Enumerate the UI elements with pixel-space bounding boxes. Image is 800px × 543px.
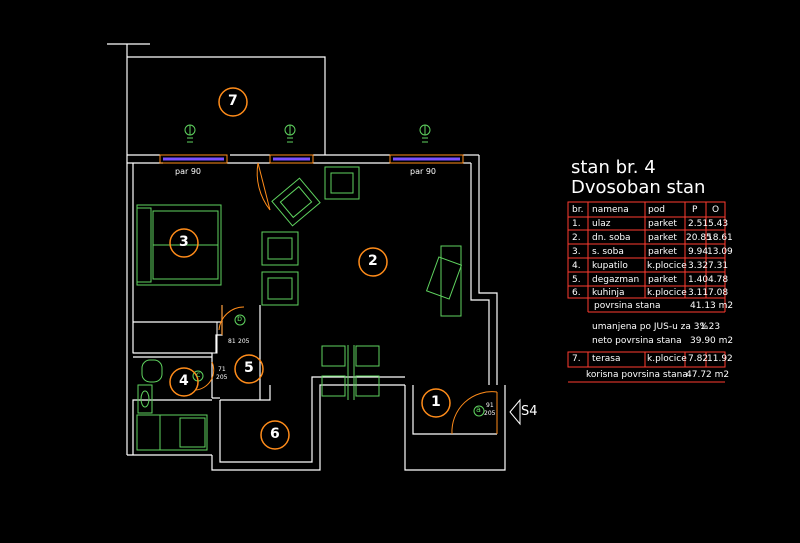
cell-o: 11.92 — [707, 354, 733, 364]
cell-name: s. soba — [592, 247, 624, 257]
dining-chair — [321, 345, 346, 367]
armchair — [261, 271, 299, 306]
table-header: namena — [592, 205, 629, 215]
cell-p: 20.85 — [686, 233, 712, 243]
cell-o: 7.08 — [708, 288, 729, 298]
room-marker-3 — [169, 228, 199, 258]
furniture — [132, 166, 463, 451]
reduction-value: 1.23 — [700, 322, 721, 332]
cell-name: degazman — [592, 275, 640, 285]
door-letter: c — [196, 370, 201, 379]
room-number: 6 — [270, 426, 280, 442]
cell-no: 1. — [572, 219, 581, 229]
plant-icons — [184, 124, 431, 143]
table-header: br. — [572, 205, 584, 215]
table-header: O — [712, 205, 720, 215]
room-markers — [169, 87, 451, 450]
cell-o: 5.43 — [708, 219, 729, 229]
cell-name: kupatilo — [592, 261, 628, 271]
cell-name: dn. soba — [592, 233, 631, 243]
walls — [126, 154, 506, 471]
apartment-number: stan br. 4 — [571, 157, 656, 178]
toilet — [141, 359, 163, 383]
cell-name: terasa — [592, 354, 621, 364]
cell-no: 7. — [572, 354, 581, 364]
kitchen-counter — [136, 414, 208, 451]
cell-p: 9.94 — [688, 247, 709, 257]
door-height: 205 — [484, 410, 496, 417]
total-area-label: povrsina stana — [594, 301, 661, 311]
cell-floor: k.plocice — [647, 354, 687, 364]
table-header: pod — [648, 205, 665, 215]
entrance-arrow — [509, 398, 521, 426]
room-marker-6 — [260, 420, 290, 450]
net-area-value: 39.90 m2 — [690, 336, 734, 346]
cell-no: 4. — [572, 261, 581, 271]
net-area-label: neto povrsina stana — [592, 336, 682, 346]
room-number: 4 — [179, 373, 189, 389]
cell-name: kuhinja — [592, 288, 625, 298]
cell-o: 13.09 — [707, 247, 733, 257]
room-number: 1 — [431, 394, 441, 410]
total-area-value: 41.13 m2 — [690, 301, 734, 311]
reduction-label: umanjena po JUS-u za 3% — [592, 322, 709, 332]
cell-name: ulaz — [592, 219, 611, 229]
room-number: 7 — [228, 93, 238, 109]
doors — [195, 162, 498, 435]
door-letter: a — [476, 405, 481, 414]
cell-o: 18.61 — [707, 233, 733, 243]
room-number: 5 — [244, 360, 254, 376]
cell-no: 3. — [572, 247, 581, 257]
apartment-type: Dvosoban stan — [571, 177, 706, 198]
door-height: 205 — [216, 374, 228, 381]
room-marker-5 — [234, 354, 264, 384]
door-width: 71 — [218, 366, 226, 373]
cell-p: 7.82 — [688, 354, 709, 364]
cell-p: 3.32 — [688, 261, 709, 271]
room-marker-7 — [218, 87, 248, 117]
cell-no: 6. — [572, 288, 581, 298]
cell-floor: parket — [648, 233, 677, 243]
window-label: par 90 — [175, 167, 201, 176]
desk — [440, 245, 462, 317]
door-letter: b — [237, 314, 243, 323]
cell-floor: k.plocice — [647, 261, 687, 271]
room-number: 3 — [179, 234, 189, 250]
useful-area-value: 47.72 m2 — [686, 370, 730, 380]
cell-floor: parket — [648, 275, 677, 285]
cell-no: 5. — [572, 275, 581, 285]
cell-p: 1.40 — [688, 275, 709, 285]
room-marker-4 — [169, 367, 199, 397]
cell-floor: k.plocice — [647, 288, 687, 298]
door-width: 91 — [486, 402, 494, 409]
armchair — [261, 231, 299, 266]
room-marker-1 — [421, 388, 451, 418]
armchair — [324, 166, 360, 200]
door-width: 81 — [228, 338, 236, 345]
cell-p: 2.51 — [688, 219, 709, 229]
cell-o: 4.78 — [708, 275, 729, 285]
cell-p: 3.11 — [688, 288, 709, 298]
cell-floor: parket — [648, 247, 677, 257]
terrace-outline — [107, 43, 326, 155]
door-height: 205 — [238, 338, 250, 345]
room-number: 2 — [368, 253, 378, 269]
room-marker-2 — [358, 247, 388, 277]
area-table-grid — [567, 201, 726, 383]
windows — [159, 154, 464, 164]
cell-o: 7.31 — [708, 261, 729, 271]
window-label: par 90 — [410, 167, 436, 176]
entrance-label: S4 — [521, 404, 538, 419]
table-header: P — [692, 205, 698, 215]
cell-floor: parket — [648, 219, 677, 229]
useful-area-label: korisna povrsina stana — [586, 370, 688, 380]
cell-no: 2. — [572, 233, 581, 243]
